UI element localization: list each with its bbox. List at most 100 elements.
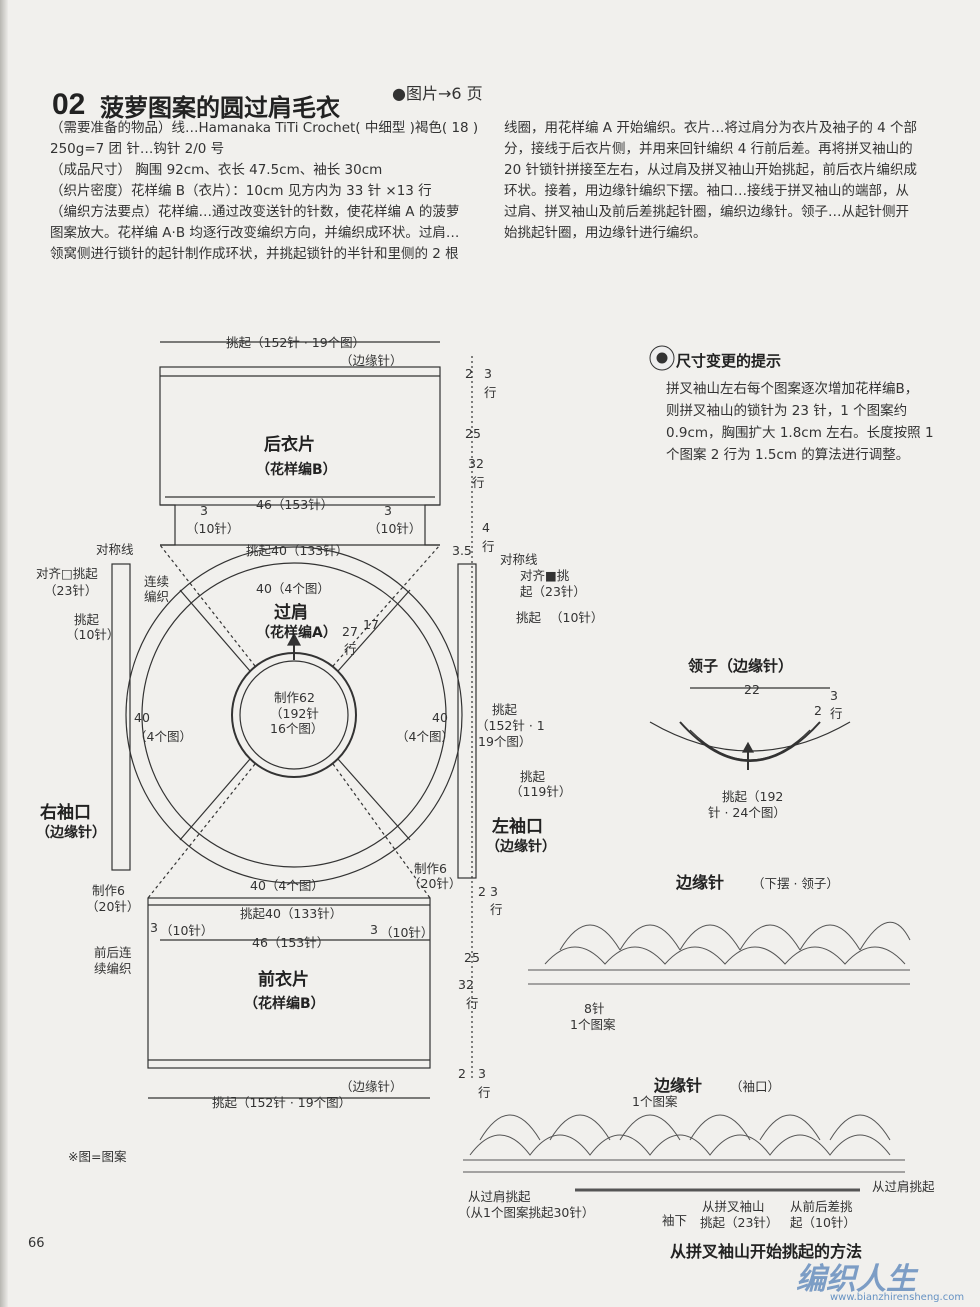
row-label: 行 [482,539,495,554]
edge2-per-motif: （从1个图案挑起30针） [458,1205,595,1220]
pick-label: 挑起 [516,610,542,625]
dim-3-label: 3 [490,884,498,899]
pattern-b-label: （花样编B） [256,462,337,478]
pattern-number: 02 [52,88,86,121]
pattern-a-label: （花样编A） [256,625,337,641]
align-filled-label: 对齐■挑 [520,568,570,583]
instructions-right: 线圈，用花样编 A 开始编织。衣片…将过肩分为衣片及袖子的 4 个部 分，接线于… [504,118,917,244]
tip-line: 个图案 2 行为 1.5cm 的算法进行调整。 [666,447,910,463]
edge2-from-yoke-right: 从过肩挑起 [872,1179,935,1194]
edge-stitch-bottom-label: （边缘针） [340,1079,403,1094]
text-line: 图案放大。花样编 A·B 均逐行改变编织方向，并编织成环状。过肩… [50,225,460,241]
st-10-right-label: （10针） [550,610,604,625]
collar-dim-3: 3 [830,688,838,703]
st-192-label: （192针 [270,706,319,721]
text-line: 20 针锁针拼接至左右，从过肩及拼叉袖山开始挑起，前后衣片编织成 [504,162,917,178]
pick-label: 挑起 [492,702,518,717]
dim-3-5-label: 3.5 [452,543,472,558]
make6-label: 制作6 [92,883,125,898]
yoke-outer-circle [125,546,463,884]
four-motifs-right-label: （4个图） [396,729,454,744]
st-10-label: （10针） [186,521,240,536]
make62-label: 制作62 [274,690,315,705]
method-title: 从拼叉袖山开始挑起的方法 [670,1242,863,1261]
collar-dim-22: 22 [744,682,760,697]
dim-3-label: 3 [478,1066,486,1081]
tip-title: 尺寸变更的提示 [676,352,782,370]
dim-25-label: 25 [464,950,480,965]
pick-152-label: （152针 · 1 [476,718,545,733]
yoke-label: 过肩 [274,603,308,623]
dim-3-label: 3 [384,503,392,518]
bottom-pick-label: 挑起（152针 · 19个图） [212,1095,352,1110]
pick-40-bottom-label: 挑起40（133针） [240,906,343,921]
edge-stitch-right-label: （边缘针） [36,825,106,841]
collar-pick-192: 挑起（192 [722,789,784,804]
dim-25-label: 25 [465,426,481,441]
collar-dim-2: 2 [814,703,822,718]
cont-knit-label: 续编织 [94,961,132,976]
text-line: 过肩、拼叉袖山及前后差挑起针圈，编织边缘针。领子…从起针侧开 [504,204,909,220]
sym-line-label: 对称线 [96,542,134,557]
collar-st-24: 针 · 24个图） [708,805,786,820]
dim-2-label: 2 [465,366,473,381]
text-line: 领窝侧进行锁针的起针制作成环状，并挑起锁针的半针和里侧的 2 根 [50,246,459,262]
dim-32-label: 32 [458,977,474,992]
tip-body: 拼叉袖山左右每个图案逐次增加花样编B， 则拼叉袖山的锁针为 23 针，1 个图案… [666,378,934,466]
collar-row: 行 [830,706,843,721]
pick-40-label: 挑起40（133针） [246,543,349,558]
seventeen-label: 17 [363,617,379,632]
flower-icon [649,345,675,371]
st-10-label: （10针） [66,627,120,642]
dim-3-label: 3 [484,366,492,381]
motif-19-label: 19个图） [478,734,532,749]
forty-left-label: 40 [134,710,150,725]
forty-four-bottom-label: 40（4个图） [250,878,324,893]
tip-line: 拼叉袖山左右每个图案逐次增加花样编B， [666,381,919,397]
knit-label: 编织 [144,589,170,604]
dim-2-label: 2 [478,884,486,899]
edge2-underarm: 袖下 [662,1213,688,1228]
make6-label: 制作6 [414,861,447,876]
front-piece-outline [147,897,431,1069]
edge2-pick-10: 起（10针） [790,1215,856,1230]
edge1-title: 边缘针 [676,873,725,892]
back-piece-outline [159,366,441,506]
watermark-logo: 编织人生 [796,1262,916,1297]
right-cuff-label: 右袖口 [40,803,91,823]
text-line: （织片密度）花样编 B（衣片）：10cm 见方内为 33 针 ×13 行 [50,183,432,199]
dim-46-bottom-label: 46（153针） [252,935,330,950]
st-20-label: （20针） [86,899,140,914]
left-cuff-strip [457,563,477,879]
edge1-st8: 8针 [584,1001,605,1016]
edge2-pick-23: 挑起（23针） [700,1215,779,1230]
collar-title: 领子（边缘针） [688,657,794,675]
edge1-sub: （下摆 · 领子） [752,876,839,891]
four-motifs-left-label: （4个图） [134,729,192,744]
row-label: 行 [472,475,485,490]
text-line: 250g=7 团 针…钩针 2/0 号 [50,141,225,157]
edge2-pick-sleeve: 从拼叉袖山 [702,1199,765,1214]
dim-2-label: 2 [458,1066,466,1081]
front-piece-label: 前衣片 [258,970,309,990]
tip-line: 则拼叉袖山的锁针为 23 针，1 个图案约 [666,403,908,419]
right-cuff-strip [111,563,131,871]
watermark-url: www.bianzhirensheng.com [830,1292,965,1303]
edge2-sub: （袖口） [730,1079,781,1094]
st-20-label: （20针） [408,876,462,891]
motif-16-label: 16个图） [270,721,324,736]
page-number: 66 [28,1236,45,1251]
top-pick-label: 挑起（152针 · 19个图） [226,335,366,350]
dim-3-label: 3 [200,503,208,518]
dim-3-label: 3 [150,920,158,935]
note-label: ※图=图案 [68,1149,127,1164]
dim-32-label: 32 [468,456,484,471]
forty-four-top-label: 40（4个图） [256,581,330,596]
forty-right-label: 40 [432,710,448,725]
back-piece-label: 后衣片 [264,435,315,455]
front-back-label: 前后连 [94,945,132,960]
row-label: 行 [466,996,479,1011]
text-line: 环状。接着，用边缘针编织下摆。袖口…接线于拼叉袖山的端部，从 [504,183,909,199]
pattern-title: 菠萝图案的圆过肩毛衣 [100,94,340,122]
